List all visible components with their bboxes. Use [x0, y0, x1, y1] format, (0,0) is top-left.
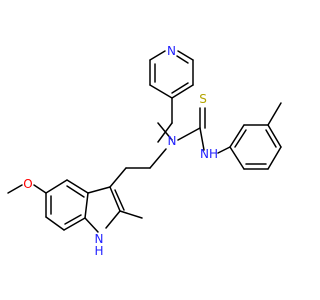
- amide-nh: NH: [200, 147, 218, 161]
- bond: [217, 146, 231, 154]
- double-bond: [64, 214, 82, 225]
- bond: [33, 184, 47, 194]
- bond: [229, 146, 245, 170]
- pyridine-nitrogen: N: [167, 44, 176, 58]
- double-bond: [176, 55, 189, 64]
- bond: [229, 124, 245, 148]
- indole-system: [7, 179, 143, 233]
- double-bond: [234, 129, 247, 148]
- bond: [109, 186, 121, 212]
- methyl-bond: [267, 102, 282, 126]
- bond: [45, 179, 68, 194]
- tolyl-ring: [229, 102, 282, 170]
- bond: [157, 122, 173, 141]
- bond: [149, 148, 167, 169]
- bond: [177, 127, 201, 141]
- central-nitrogen: N: [168, 134, 177, 148]
- molecule-canvas: N N S NH: [7, 44, 282, 258]
- thione-sulfur: S: [199, 92, 207, 106]
- pyridine-ring: [149, 50, 194, 99]
- bond: [7, 184, 23, 194]
- bond: [171, 84, 194, 99]
- bond: [109, 167, 127, 188]
- bond: [267, 124, 282, 148]
- indole-nh-h: H: [94, 244, 103, 258]
- bond: [149, 50, 166, 61]
- bond: [149, 84, 173, 99]
- structure-diagram: N N S NH: [7, 44, 282, 258]
- bond: [45, 216, 65, 231]
- bond: [267, 146, 282, 170]
- bond: [199, 127, 205, 151]
- bond: [105, 210, 121, 229]
- double-bond: [265, 129, 277, 148]
- bond: [177, 50, 194, 61]
- double-bond: [114, 189, 125, 211]
- methoxy-oxygen: O: [23, 177, 32, 191]
- bond: [84, 217, 99, 233]
- double-bond: [171, 82, 189, 94]
- indole-nh-n: N: [95, 232, 104, 246]
- bond: [66, 179, 89, 194]
- bond: [63, 217, 86, 231]
- double-bond: [66, 185, 85, 198]
- bond: [84, 192, 89, 219]
- methyl-bond: [119, 210, 143, 219]
- bond: [87, 186, 111, 194]
